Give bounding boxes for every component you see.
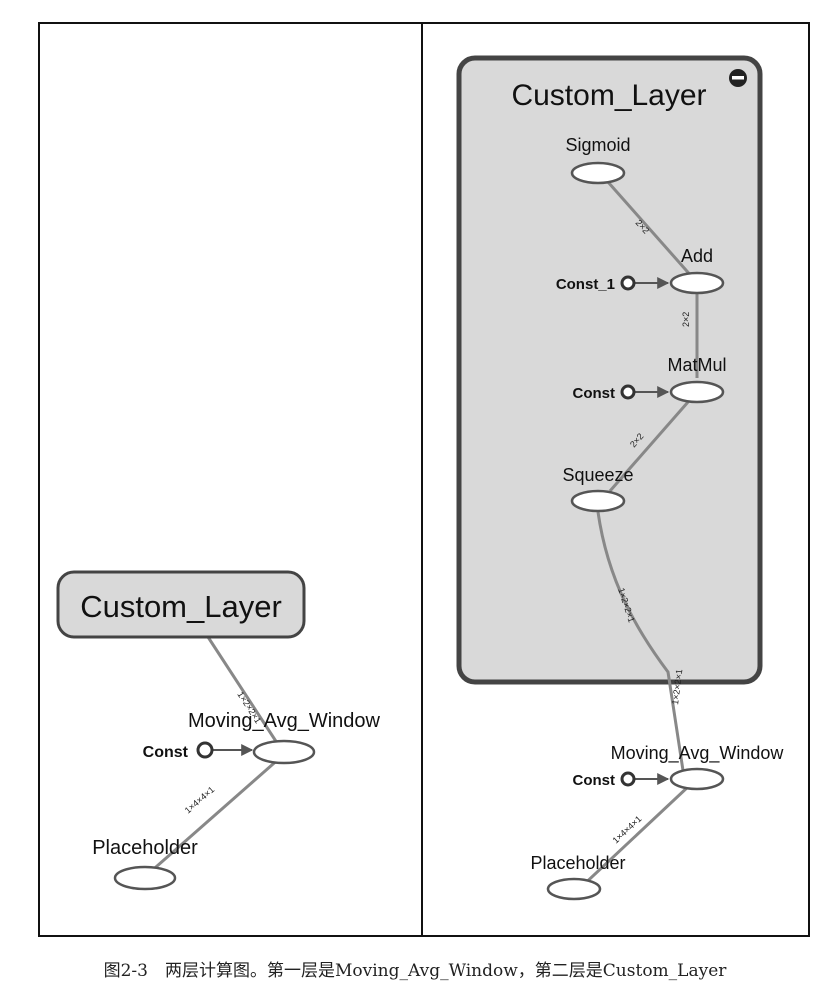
edge-label-placeholder-to-moving: 1×4×4×1 <box>611 814 644 846</box>
edge-label-moving-to-group: 1×2×2×1 <box>670 668 684 705</box>
edge-squeeze-to-moving <box>596 511 686 778</box>
edge-label-add-to-matmul: 2×2 <box>681 312 691 327</box>
figure-panel: 1×2×2×1 1×4×4×1 Custom_Layer Moving_Avg_… <box>38 22 810 937</box>
edge-sigmoid-to-add <box>606 181 695 279</box>
group-node-custom-layer-expanded[interactable] <box>456 55 763 685</box>
op-node-sigmoid[interactable] <box>570 161 626 185</box>
figure-frame <box>38 22 810 937</box>
const-node-label: Const <box>143 744 189 761</box>
op-node-moving-avg-window[interactable] <box>669 767 725 791</box>
op-node-placeholder[interactable] <box>546 877 602 901</box>
figure-caption: 图2-3 两层计算图。第一层是Moving_Avg_Window，第二层是Cus… <box>103 961 727 981</box>
const-1-node-label: Const_1 <box>556 276 615 293</box>
edge-placeholder-to-moving <box>576 783 692 892</box>
op-node-placeholder[interactable] <box>113 865 177 891</box>
op-node-label: Moving_Avg_Window <box>611 743 785 764</box>
op-node-label: Moving_Avg_Window <box>188 710 381 732</box>
edge-matmul-to-squeeze <box>608 401 690 492</box>
const-node[interactable] <box>620 384 636 400</box>
op-node-label: Placeholder <box>92 837 198 859</box>
right-graph: Custom_Layer 2×2 2×2 2×2 1×2×2×1 1×2×2×1… <box>456 55 785 901</box>
op-node-matmul[interactable] <box>669 380 725 404</box>
edge-custom-to-moving <box>206 636 283 750</box>
op-node-label: Squeeze <box>562 465 633 485</box>
group-node-custom-layer[interactable] <box>56 570 306 639</box>
collapse-icon[interactable] <box>729 69 747 87</box>
op-node-label: MatMul <box>667 355 726 375</box>
edge-placeholder-to-moving <box>147 755 282 876</box>
left-graph: 1×2×2×1 1×4×4×1 Custom_Layer Moving_Avg_… <box>56 570 381 891</box>
op-node-squeeze[interactable] <box>570 489 626 513</box>
const-node[interactable] <box>196 741 214 759</box>
const-node-label: Const <box>573 385 616 402</box>
op-node-moving-avg-window[interactable] <box>252 739 316 765</box>
op-node-label: Sigmoid <box>565 135 630 155</box>
graph-canvas: 1×2×2×1 1×4×4×1 Custom_Layer Moving_Avg_… <box>38 22 810 937</box>
op-node-label: Placeholder <box>530 853 625 873</box>
group-node-label: Custom_Layer <box>80 589 282 624</box>
const-outer-node-label: Const <box>573 772 616 789</box>
op-node-label: Add <box>681 246 713 266</box>
edge-label-placeholder-to-moving: 1×4×4×1 <box>183 784 217 815</box>
op-node-add[interactable] <box>669 271 725 295</box>
const-1-node[interactable] <box>620 275 636 291</box>
const-outer-node[interactable] <box>620 771 636 787</box>
group-title: Custom_Layer <box>511 79 706 112</box>
